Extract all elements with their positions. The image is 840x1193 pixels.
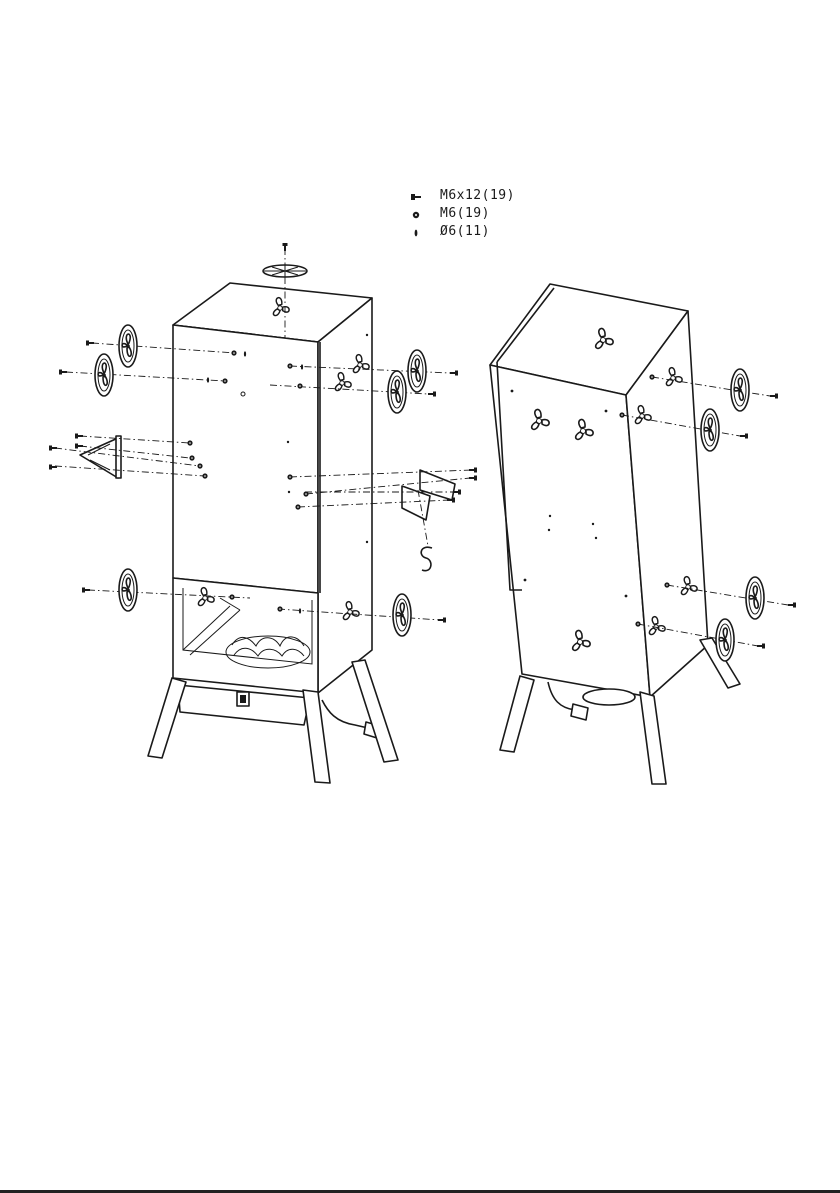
rear-view-smoker xyxy=(490,284,740,784)
s-hook xyxy=(421,547,432,571)
rear-leg-mid xyxy=(640,692,666,784)
left-handle-bracket xyxy=(80,438,118,478)
rear-power-cord xyxy=(548,682,575,710)
front-leg-left xyxy=(148,678,186,758)
power-cord xyxy=(322,700,368,728)
front-view-door xyxy=(173,325,318,593)
rear-leg-left xyxy=(500,676,534,752)
front-leg-right xyxy=(352,660,398,762)
front-leg-mid xyxy=(303,690,330,783)
front-view-smoker xyxy=(148,243,398,783)
front-view-side-panel xyxy=(318,298,372,693)
rear-view-front-panel xyxy=(490,365,650,697)
